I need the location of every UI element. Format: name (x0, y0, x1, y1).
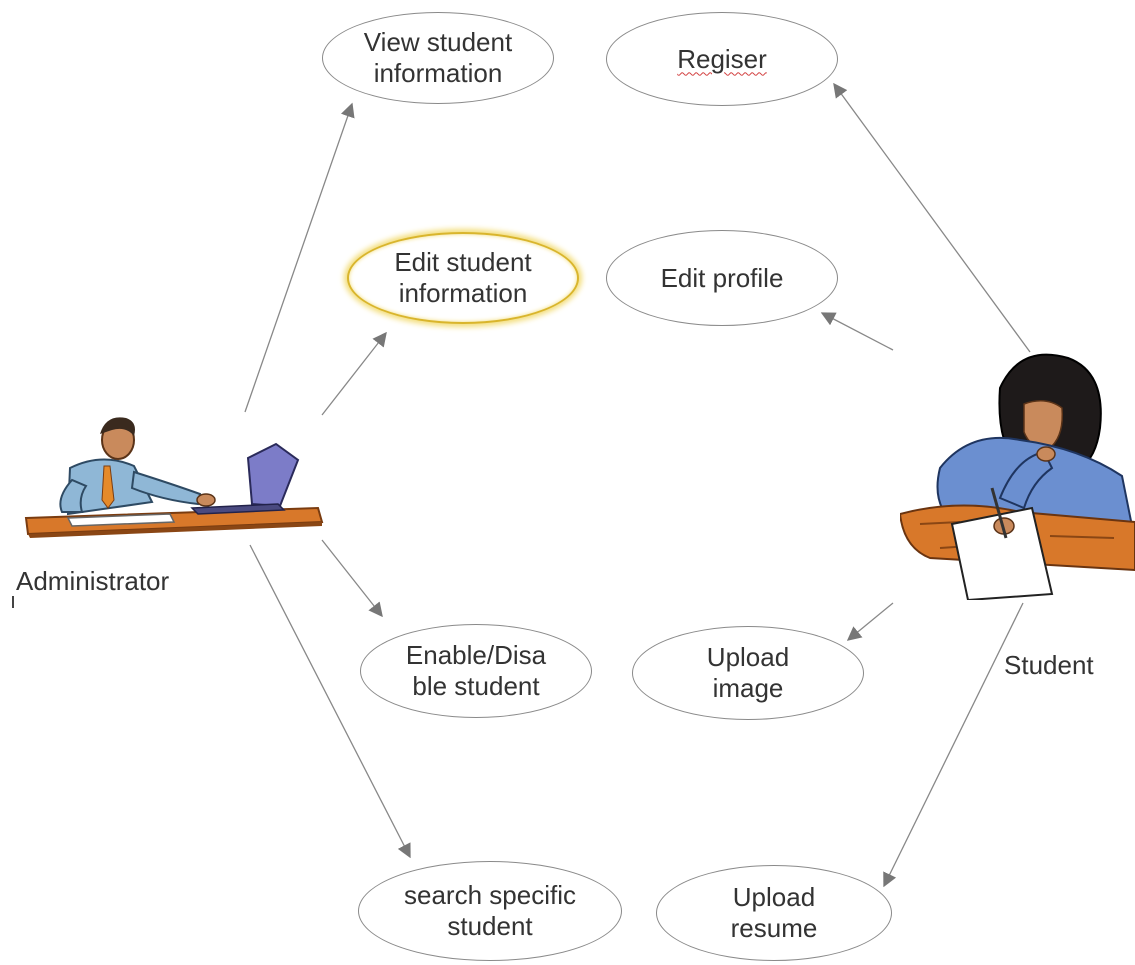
arrow-admin-edit (321, 331, 387, 416)
usecase-label: Edit student information (394, 247, 532, 308)
usecase-label: Enable/Disa ble student (405, 640, 547, 701)
student-label: Student (1004, 650, 1094, 680)
usecase-edit-student-information: Edit student information (347, 232, 579, 324)
administrator-figure (24, 417, 324, 538)
usecase-label: Upload resume (730, 882, 818, 943)
usecase-label: Edit profile (660, 262, 784, 293)
arrow-student-uploadimage (846, 602, 894, 641)
arrow-admin-enable (321, 539, 383, 618)
usecase-label: Regiser (677, 43, 767, 74)
usecase-view-student-information: View student information (322, 12, 554, 104)
student-figure (900, 353, 1135, 600)
usecase-search-specific-student: search specific student (358, 861, 622, 961)
usecase-label: Upload image (706, 642, 790, 703)
usecase-enable-disable-student: Enable/Disa ble student (360, 624, 592, 718)
usecase-upload-resume: Upload resume (656, 865, 892, 961)
actor-tick (12, 596, 14, 608)
arrow-admin-search (249, 544, 411, 859)
usecase-edit-profile: Edit profile (606, 230, 838, 326)
usecase-upload-image: Upload image (632, 626, 864, 720)
usecase-register: Regiser (606, 12, 838, 106)
usecase-label: search specific student (404, 880, 576, 941)
arrow-student-uploadresume (883, 602, 1024, 888)
arrow-student-register (833, 82, 1031, 353)
arrow-admin-view (244, 102, 355, 413)
usecase-label: View student information (363, 27, 513, 88)
administrator-label: Administrator (16, 566, 170, 596)
arrow-student-editprofile (820, 312, 894, 351)
